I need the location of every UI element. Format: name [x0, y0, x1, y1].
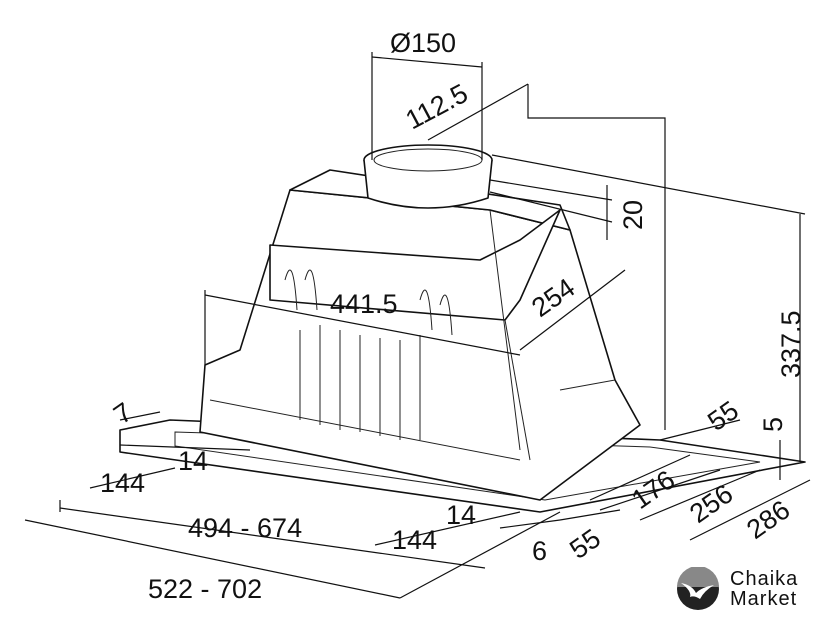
label-right-55: 55: [702, 395, 744, 437]
label-depth-286: 286: [741, 494, 795, 544]
hood-body: [199, 144, 641, 501]
grille-slats: [284, 269, 453, 440]
label-front-14: 14: [446, 500, 476, 530]
label-duct-diameter: Ø150: [390, 28, 456, 58]
label-duct-offset: 112.5: [401, 78, 473, 135]
label-front-144: 144: [392, 525, 437, 555]
label-collar-height: 20: [618, 200, 648, 230]
brand-logo: Chaika Market: [676, 567, 798, 611]
label-left-14: 14: [178, 446, 208, 476]
label-total-height: 337.5: [776, 310, 806, 378]
label-front-55: 55: [564, 523, 606, 565]
label-body-width: 441.5: [330, 289, 398, 319]
label-outer-width: 522 - 702: [148, 574, 262, 604]
dimension-lines: [24, 52, 811, 599]
label-inner-width: 494 - 674: [188, 513, 302, 543]
label-left-144: 144: [100, 468, 145, 498]
label-front-6: 6: [532, 536, 547, 566]
label-depth-256: 256: [684, 478, 738, 528]
seagull-logo-icon: [677, 567, 719, 610]
logo-line-1: Chaika: [730, 568, 799, 590]
label-right-5: 5: [758, 417, 788, 432]
logo-line-2: Market: [730, 588, 798, 610]
label-flange-7: 7: [108, 397, 138, 430]
